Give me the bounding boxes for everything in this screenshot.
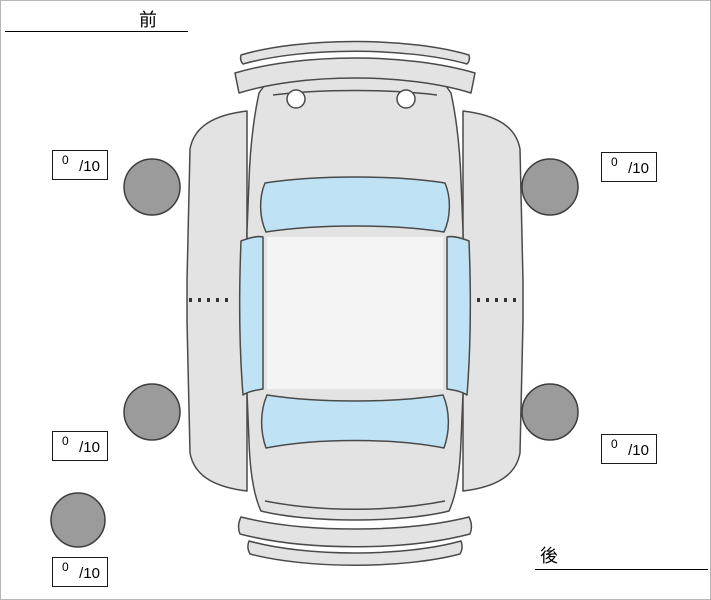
score-max: /10 — [79, 158, 100, 175]
front-bumper — [234, 57, 476, 94]
score-value: 0 — [62, 153, 69, 167]
right-side-window-glass — [446, 235, 472, 396]
score-max: /10 — [628, 160, 649, 177]
score-max: /10 — [628, 442, 649, 459]
hood-right-circle-icon — [396, 89, 416, 109]
left-side-window-glass — [238, 235, 264, 396]
tread-score-rear-right: 0 /10 — [601, 434, 657, 464]
tread-score-front-left: 0 /10 — [52, 150, 108, 180]
tread-score-front-right: 0 /10 — [601, 152, 657, 182]
front-bumper-trim — [239, 40, 471, 65]
score-value: 0 — [62, 560, 69, 574]
score-value: 0 — [611, 155, 618, 169]
rear-direction-underline — [535, 569, 708, 570]
score-value: 0 — [611, 437, 618, 451]
score-max: /10 — [79, 565, 100, 582]
score-value: 0 — [62, 434, 69, 448]
hood-left-circle-icon — [286, 89, 306, 109]
tire-spare-icon — [50, 492, 106, 548]
rear-direction-label: 後 — [540, 546, 559, 566]
rear-bumper-trim — [247, 540, 463, 566]
tire-rear-right-icon — [521, 383, 579, 441]
rear-window-glass — [260, 394, 450, 449]
score-max: /10 — [79, 439, 100, 456]
rear-bumper — [237, 516, 473, 548]
tire-front-right-icon — [521, 158, 579, 216]
front-direction-label: 前 — [139, 10, 158, 30]
tire-rear-left-icon — [123, 383, 181, 441]
tread-score-spare: 0 /10 — [52, 557, 108, 587]
front-direction-underline — [5, 31, 188, 32]
trunk-lid-line — [264, 500, 446, 510]
windshield-glass — [259, 176, 451, 233]
roof-panel — [267, 237, 443, 389]
tread-score-rear-left: 0 /10 — [52, 431, 108, 461]
right-body-panel — [462, 110, 524, 492]
tire-front-left-icon — [123, 158, 181, 216]
